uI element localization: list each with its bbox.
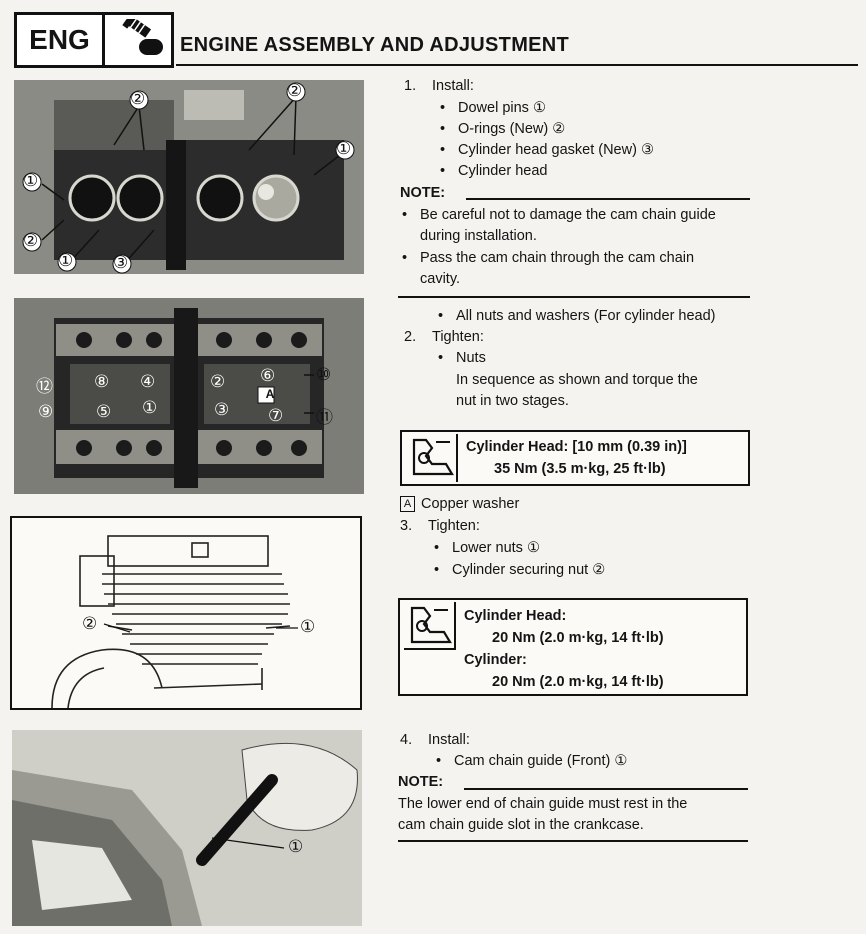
section-label: ENG bbox=[17, 15, 105, 65]
photo-cam-chain-guide: ① bbox=[12, 730, 362, 926]
cylinder-head-photo-drawing bbox=[14, 80, 364, 274]
list-item: •Nuts bbox=[438, 350, 486, 366]
note-item-cont: cavity. bbox=[420, 271, 461, 287]
step-2-desc: nut in two stages. bbox=[456, 393, 569, 409]
note-label: NOTE: bbox=[400, 185, 446, 201]
page-title: ENGINE ASSEMBLY AND ADJUSTMENT bbox=[180, 34, 570, 56]
step-4: 4.Install: bbox=[400, 732, 470, 748]
callout-2: ② bbox=[130, 89, 146, 108]
sequence-2: ② bbox=[210, 372, 226, 391]
torque-value: 35 Nm (3.5 m·kg, 25 ft·lb) bbox=[494, 461, 666, 477]
note-item: •Pass the cam chain through the cam chai… bbox=[402, 250, 695, 266]
sequence-3: ③ bbox=[214, 400, 230, 419]
note-text: The lower end of chain guide must rest i… bbox=[398, 796, 688, 812]
callout-2: ② bbox=[82, 614, 98, 633]
callout-1: ① bbox=[288, 837, 304, 856]
sequence-7: ⑦ bbox=[268, 406, 284, 425]
note-rule bbox=[464, 788, 748, 790]
sequence-8: ⑧ bbox=[94, 372, 110, 391]
instructions-column: 1.Install: •Dowel pins ① •O-rings (New) … bbox=[398, 76, 754, 842]
note-item: •Be careful not to damage the cam chain … bbox=[402, 207, 716, 223]
torque-wrench-icon bbox=[406, 434, 458, 482]
section-tab: ENG bbox=[14, 12, 174, 68]
step-3: 3.Tighten: bbox=[400, 518, 480, 534]
drawing-cylinder-side: ② ① bbox=[10, 516, 362, 710]
step-1: 1.Install: bbox=[404, 78, 474, 94]
torque-wrench-icon bbox=[404, 602, 456, 650]
list-item: •O-rings (New) ② bbox=[440, 121, 566, 137]
copper-washer-marker: A bbox=[265, 387, 275, 401]
torque-spec-box: Cylinder Head: [10 mm (0.39 in)] 35 Nm (… bbox=[400, 430, 750, 486]
photo-tightening-sequence: ⑫ ⑧ ④ ② ⑥ ⑩ ⑨ ⑤ ① ③ A ⑦ ⑪ bbox=[14, 298, 364, 494]
list-item: •Cylinder securing nut ② bbox=[434, 562, 606, 578]
sequence-1: ① bbox=[142, 398, 158, 417]
sequence-10: ⑩ bbox=[316, 365, 332, 384]
torque-title: Cylinder Head: bbox=[464, 608, 567, 624]
torque-spec-box: Cylinder Head: 20 Nm (2.0 m·kg, 14 ft·lb… bbox=[398, 598, 748, 696]
list-item: •Lower nuts ① bbox=[434, 540, 540, 556]
torque-title: Cylinder: bbox=[464, 652, 527, 668]
title-rule bbox=[176, 64, 858, 66]
tightening-sequence-drawing bbox=[14, 298, 364, 494]
note-rule bbox=[466, 198, 750, 200]
torque-value: 20 Nm (2.0 m·kg, 14 ft·lb) bbox=[492, 630, 664, 646]
note-item-cont: during installation. bbox=[420, 228, 537, 244]
sequence-12: ⑫ bbox=[36, 377, 53, 396]
callout-2: ② bbox=[287, 81, 303, 100]
list-item: •Cam chain guide (Front) ① bbox=[436, 753, 628, 769]
torque-value: 20 Nm (2.0 m·kg, 14 ft·lb) bbox=[492, 674, 664, 690]
note-text: cam chain guide slot in the crankcase. bbox=[398, 817, 644, 833]
sequence-4: ④ bbox=[140, 372, 156, 391]
sequence-9: ⑨ bbox=[38, 402, 54, 421]
list-item: •Cylinder head bbox=[440, 163, 548, 179]
cam-chain-guide-drawing bbox=[12, 730, 362, 926]
callout-1: ① bbox=[336, 139, 352, 158]
sequence-6: ⑥ bbox=[260, 366, 276, 385]
list-item: •Dowel pins ① bbox=[440, 100, 546, 116]
callout-1: ① bbox=[23, 171, 39, 190]
sequence-11: ⑪ bbox=[316, 408, 333, 427]
callout-2: ② bbox=[23, 231, 39, 250]
cylinder-side-line-drawing bbox=[51, 535, 298, 708]
callout-1: ① bbox=[300, 617, 316, 636]
photo-cylinder-head-install: ② ② ① ① ② ① ③ bbox=[14, 80, 364, 274]
note-end-rule bbox=[398, 296, 750, 298]
step-2: 2.Tighten: bbox=[404, 329, 484, 345]
callout-1: ① bbox=[58, 251, 74, 270]
note-label: NOTE: bbox=[398, 774, 444, 790]
page-header: ENG ENGINE ASSEMBLY AND ADJUSTMENT bbox=[8, 8, 858, 68]
step-2-desc: In sequence as shown and torque the bbox=[456, 372, 698, 388]
note-end-rule bbox=[398, 840, 748, 842]
torque-title: Cylinder Head: [10 mm (0.39 in)] bbox=[466, 439, 687, 455]
callout-3: ③ bbox=[113, 253, 129, 272]
engine-wrench-icon bbox=[122, 19, 163, 55]
list-item: •Cylinder head gasket (New) ③ bbox=[440, 142, 654, 158]
list-item: •All nuts and washers (For cylinder head… bbox=[438, 308, 716, 324]
sequence-5: ⑤ bbox=[96, 402, 112, 421]
